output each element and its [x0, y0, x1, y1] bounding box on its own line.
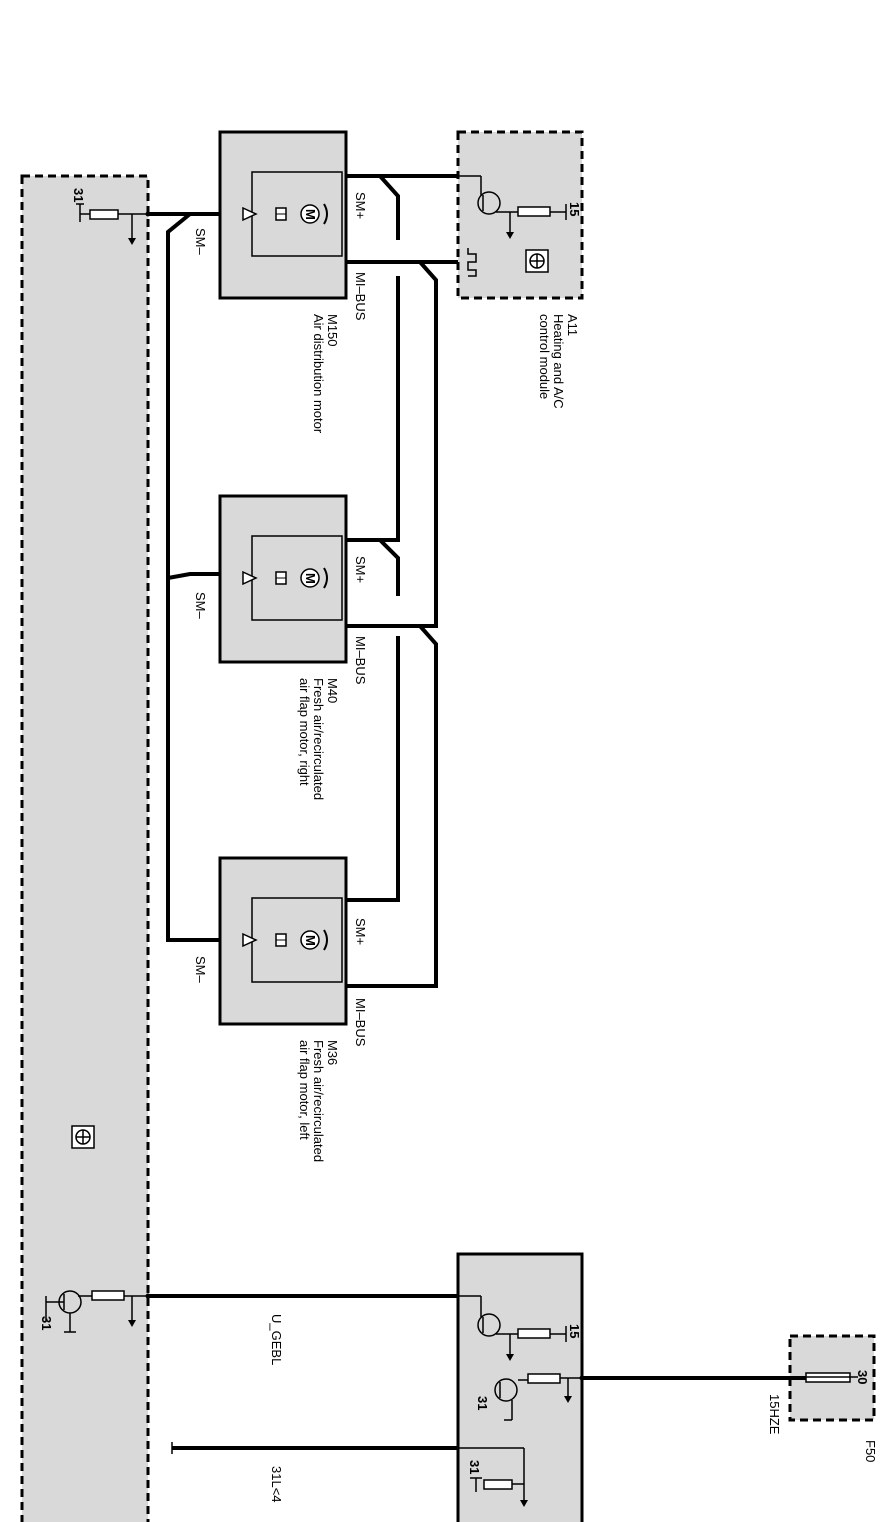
wire-sm-plus-bus-2	[346, 276, 400, 542]
pwm-signal-icon	[467, 248, 477, 277]
m36-sm-minus: SM–	[193, 956, 208, 984]
motor-icon	[242, 567, 328, 589]
transistor-icon	[45, 1290, 151, 1333]
a11-name-line1: Heating and A/C	[551, 314, 566, 409]
wire-sm-minus-bus	[166, 212, 220, 942]
f50-label: F50	[863, 1440, 878, 1462]
power-module-box	[456, 1252, 584, 1522]
m36-mi-bus: MI–BUS	[353, 998, 368, 1047]
ground-icon	[128, 1320, 136, 1327]
m150-name: Air distribution motor	[311, 314, 326, 434]
wire-sm-minus-m40	[167, 572, 220, 580]
l31-label: 31L<4	[269, 1466, 284, 1503]
module-symbol-icon	[525, 249, 549, 273]
wire-sm-plus-bus	[378, 174, 400, 240]
m150-mi-bus: MI–BUS	[353, 272, 368, 321]
motor-m-label-m40: M	[303, 573, 318, 584]
left-module-top-ground	[76, 203, 151, 245]
power-pin-15: 15	[567, 1324, 582, 1338]
power-ground-31	[458, 1447, 528, 1507]
m40-sm-minus: SM–	[193, 592, 208, 620]
resistor-icon	[517, 206, 551, 217]
m36-sm-plus: SM+	[353, 918, 368, 945]
m36-name-line2: air flap motor, left	[297, 1040, 312, 1140]
power-pin-31-a: 31	[475, 1396, 490, 1410]
motor-icon	[242, 929, 328, 951]
m150-sm-plus: SM+	[353, 192, 368, 219]
resistor-icon	[517, 1328, 551, 1339]
pin-31-top: 31	[71, 188, 86, 202]
m40-mi-bus: MI–BUS	[353, 636, 368, 685]
module-symbol-icon	[71, 1125, 95, 1149]
m150-sm-minus: SM–	[193, 228, 208, 256]
m40-motor-box	[218, 494, 348, 664]
a11-code: A11	[565, 314, 580, 336]
wire-mi-bus-bus	[346, 260, 438, 628]
resistor-icon	[527, 1373, 561, 1384]
resistor-icon	[91, 1290, 125, 1301]
resistor-icon	[483, 1479, 513, 1490]
resistor-icon	[89, 209, 119, 220]
m36-name-line1: Fresh air/recirculated	[311, 1040, 326, 1162]
ground-icon	[520, 1500, 528, 1507]
m150-code: M150	[325, 314, 340, 347]
wire-sm-plus-bus-4	[346, 636, 400, 902]
m40-name-line2: air flap motor, right	[297, 678, 312, 786]
a11-name-line2: control module	[537, 314, 552, 399]
m40-sm-plus: SM+	[353, 556, 368, 583]
motor-m-label-m36: M	[303, 935, 318, 946]
power-pin-31-b: 31	[467, 1460, 482, 1474]
hze-label: 15HZE	[767, 1394, 782, 1435]
transistor-icon	[458, 1295, 567, 1361]
motor-m-label-m150: M	[303, 209, 318, 220]
pin-31-bottom: 31	[39, 1316, 54, 1330]
ground-icon	[506, 232, 514, 239]
transistor-icon	[494, 1373, 585, 1421]
blower-module-box	[20, 174, 150, 1522]
m36-code: M36	[325, 1040, 340, 1065]
ground-icon	[128, 238, 136, 245]
a11-module-box	[456, 130, 584, 300]
f50-pin-30: 30	[855, 1370, 870, 1384]
m40-code: M40	[325, 678, 340, 703]
m40-name-line1: Fresh air/recirculated	[311, 678, 326, 800]
wire-mi-bus-bus-2	[346, 624, 438, 988]
u-gebl-label: U_GEBL	[269, 1314, 284, 1365]
ground-icon	[506, 1354, 514, 1361]
transistor-icon	[458, 175, 567, 239]
ground-icon	[564, 1396, 572, 1403]
motor-icon	[242, 203, 328, 225]
wire-sm-plus-bus-3	[378, 538, 400, 596]
a11-pin-15: 15	[567, 202, 582, 216]
fuse-icon	[805, 1372, 858, 1383]
